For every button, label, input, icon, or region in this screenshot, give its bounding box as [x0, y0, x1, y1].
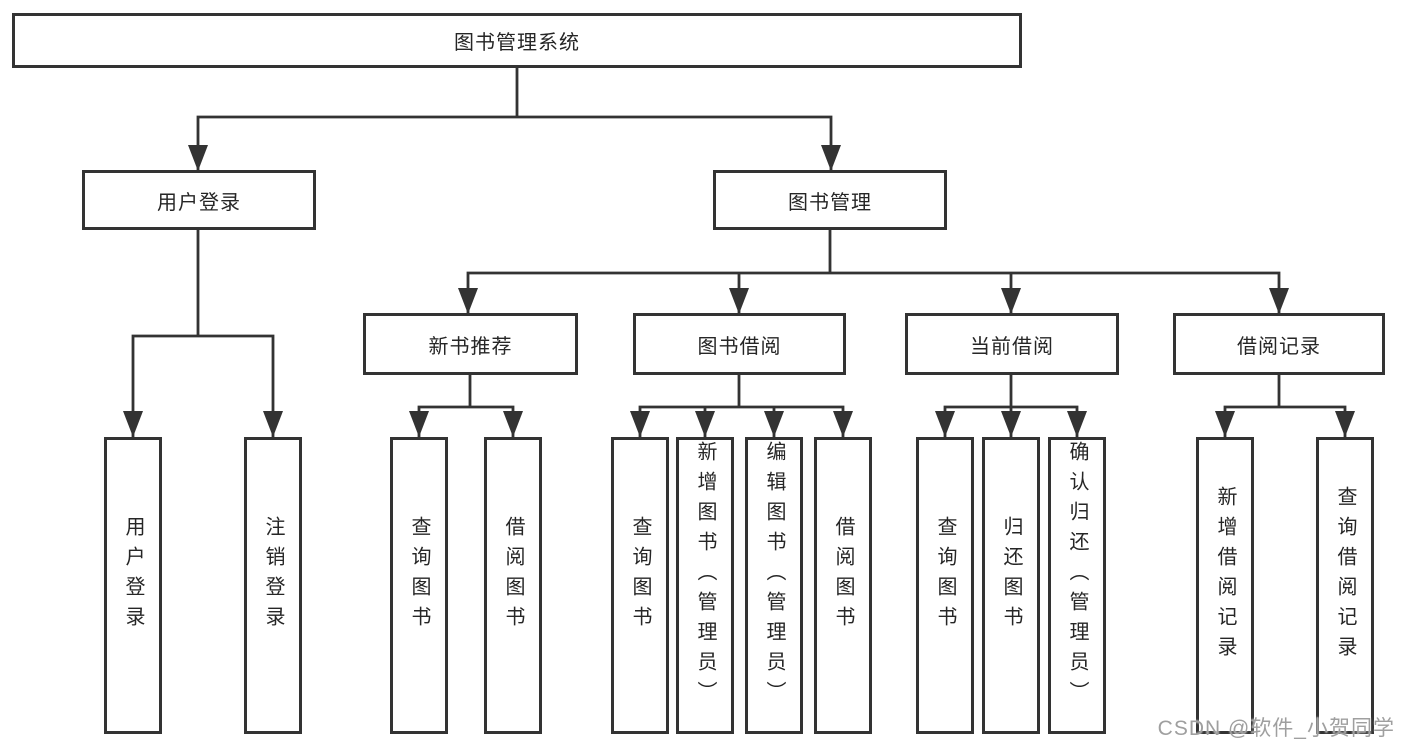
node-book-borrow: 图书借阅: [633, 313, 846, 375]
leaf-borrow-edit-book-admin-label: 编辑图书（管理员）: [763, 440, 785, 711]
leaf-current-confirm-return-admin-label: 确认归还（管理员）: [1066, 440, 1088, 711]
node-current-borrow-label: 当前借阅: [970, 335, 1054, 358]
leaf-borrow-borrow-book: 借阅图书: [814, 437, 872, 734]
node-user-login-label: 用户登录: [157, 191, 241, 214]
arrowhead-icon: [409, 411, 429, 437]
leaf-borrow-query-book-label: 查询图书: [629, 515, 651, 636]
arrowhead-icon: [503, 411, 523, 437]
arrowhead-icon: [935, 411, 955, 437]
leaf-records-add-record-label: 新增借阅记录: [1214, 485, 1236, 666]
leaf-borrow-edit-book-admin: 编辑图书（管理员）: [745, 437, 803, 734]
arrowhead-icon: [630, 411, 650, 437]
leaf-current-confirm-return-admin: 确认归还（管理员）: [1048, 437, 1106, 734]
leaf-newbook-query-book: 查询图书: [390, 437, 448, 734]
leaf-newbook-borrow-book: 借阅图书: [484, 437, 542, 734]
arrowhead-icon: [458, 288, 478, 314]
arrowhead-icon: [764, 411, 784, 437]
node-library-management-system: 图书管理系统: [12, 13, 1022, 68]
leaf-borrow-query-book: 查询图书: [611, 437, 669, 734]
arrowhead-icon: [188, 145, 208, 171]
arrowhead-icon: [821, 145, 841, 171]
node-book-borrow-label: 图书借阅: [697, 335, 782, 358]
leaf-user-login-label: 用户登录: [122, 515, 144, 636]
leaf-current-return-book-label: 归还图书: [1000, 515, 1022, 636]
arrowhead-icon: [833, 411, 853, 437]
arrowhead-icon: [1269, 288, 1289, 314]
node-new-book-recommend-label: 新书推荐: [428, 335, 513, 358]
leaf-logout-label: 注销登录: [262, 515, 284, 636]
node-book-management: 图书管理: [713, 170, 947, 230]
leaf-current-return-book: 归还图书: [982, 437, 1040, 734]
leaf-newbook-borrow-book-label: 借阅图书: [502, 515, 524, 636]
arrowhead-icon: [123, 411, 143, 437]
leaf-logout: 注销登录: [244, 437, 302, 734]
node-borrow-records-label: 借阅记录: [1237, 335, 1321, 358]
node-user-login: 用户登录: [82, 170, 316, 230]
leaf-borrow-borrow-book-label: 借阅图书: [832, 515, 854, 636]
arrowhead-icon: [1335, 411, 1355, 437]
leaf-borrow-add-book-admin-label: 新增图书（管理员）: [694, 440, 716, 711]
arrowhead-icon: [729, 288, 749, 314]
arrowhead-icon: [695, 411, 715, 437]
arrowhead-icon: [1001, 288, 1021, 314]
arrowhead-icon: [1067, 411, 1087, 437]
leaf-newbook-query-book-label: 查询图书: [408, 515, 430, 636]
arrowhead-icon: [1001, 411, 1021, 437]
leaf-records-query-record-label: 查询借阅记录: [1334, 485, 1356, 666]
leaf-user-login: 用户登录: [104, 437, 162, 734]
arrowhead-icon: [263, 411, 283, 437]
leaf-records-add-record: 新增借阅记录: [1196, 437, 1254, 734]
leaf-current-query-book-label: 查询图书: [934, 515, 956, 636]
leaf-borrow-add-book-admin: 新增图书（管理员）: [676, 437, 734, 734]
tree-connector-path: [131, 68, 1347, 437]
csdn-watermark: CSDN @软件_小贺同学: [1157, 717, 1395, 740]
node-borrow-records: 借阅记录: [1173, 313, 1385, 375]
node-new-book-recommend: 新书推荐: [363, 313, 578, 375]
arrowhead-icon: [1215, 411, 1235, 437]
node-current-borrow: 当前借阅: [905, 313, 1119, 375]
node-library-management-system-label: 图书管理系统: [454, 32, 580, 54]
leaf-records-query-record: 查询借阅记录: [1316, 437, 1374, 734]
node-book-management-label: 图书管理: [788, 191, 872, 214]
leaf-current-query-book: 查询图书: [916, 437, 974, 734]
